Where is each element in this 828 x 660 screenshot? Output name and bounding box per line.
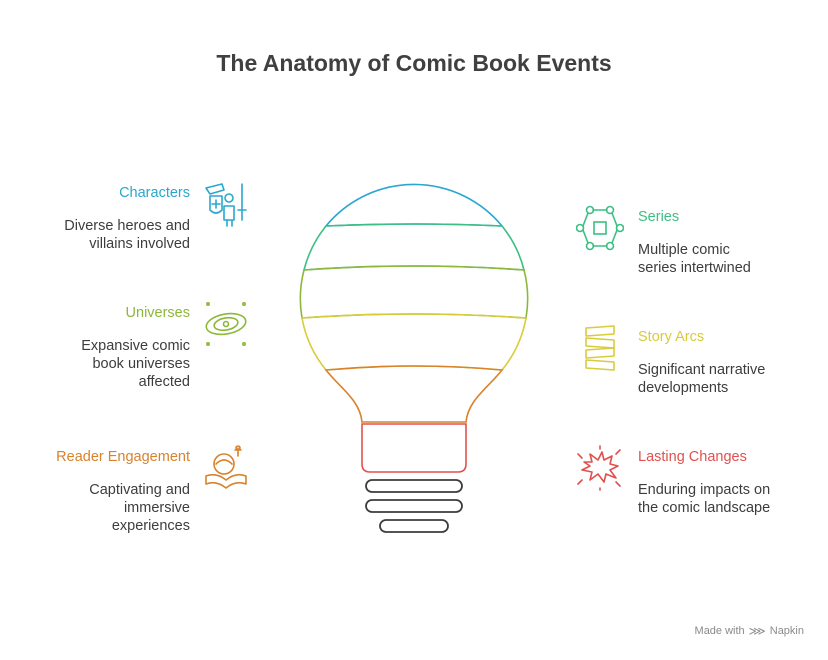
item-characters: Characters Diverse heroes and villains i… (0, 184, 190, 253)
made-with-text: Made with (694, 625, 745, 637)
arc-stack-icon (576, 324, 624, 372)
story-arcs-desc: Significant narrative developments (638, 362, 766, 396)
story-arcs-title: Story Arcs (638, 329, 705, 345)
network-nodes-icon (575, 204, 625, 252)
explosion-icon (576, 444, 624, 492)
item-series: Series Multiple comic series intertwined (638, 208, 828, 277)
bulb-neck-reader-engagement (324, 365, 504, 423)
universes-desc: Expansive comic book universes affected (81, 338, 190, 390)
lasting-changes-desc: Enduring impacts on the comic landscape (638, 482, 771, 516)
bulb-band-series (302, 223, 526, 271)
item-story-arcs: Story Arcs Significant narrative develop… (638, 328, 828, 397)
brand-text: Napkin (769, 625, 804, 637)
series-desc: Multiple comic series intertwined (638, 242, 751, 276)
universes-title: Universes (125, 305, 190, 321)
lasting-changes-title: Lasting Changes (638, 449, 747, 465)
bulb-base-ring (365, 499, 463, 513)
reader-book-icon (202, 444, 250, 492)
bulb-band-universes (299, 265, 529, 319)
napkin-logo-icon: ⋙ (748, 624, 766, 638)
bulb-base-ring (365, 479, 463, 493)
reader-engagement-title: Reader Engagement (56, 449, 190, 465)
reader-engagement-desc: Captivating and immersive experiences (89, 482, 190, 534)
series-title: Series (638, 209, 680, 225)
bulb-collar-lasting-changes (361, 423, 467, 473)
item-universes: Universes Expansive comic book universes… (0, 304, 190, 391)
footer-watermark: Made with ⋙ Napkin (695, 624, 804, 638)
characters-title: Characters (119, 185, 190, 201)
bulb-band-characters (324, 183, 504, 227)
galaxy-icon (202, 300, 250, 348)
diagram-title: The Anatomy of Comic Book Events (216, 50, 612, 76)
bulb-base-ring (379, 519, 449, 533)
item-reader-engagement: Reader Engagement Captivating and immers… (0, 448, 190, 535)
hero-villain-icon (202, 180, 250, 228)
bulb-band-story-arcs (301, 313, 527, 371)
item-lasting-changes: Lasting Changes Enduring impacts on the … (638, 448, 828, 517)
characters-desc: Diverse heroes and villains involved (64, 218, 190, 252)
